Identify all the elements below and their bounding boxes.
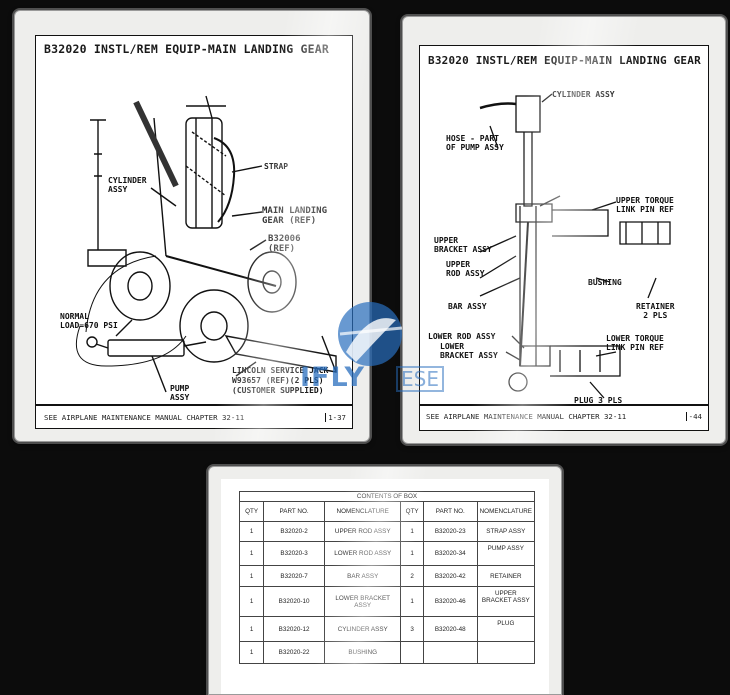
right-footer-text: SEE AIRPLANE MAINTENANCE MANUAL CHAPTER … [426, 412, 627, 421]
cell-nomenclature-2: STRAP ASSY [476, 521, 536, 542]
landing-gear-jack-drawing [75, 95, 337, 393]
right-drawing-sheet: B32020 INSTL/REM EQUIP-MAIN LANDING GEAR [419, 45, 709, 431]
contents-table: CONTENTS OF BOX QTY PART NO. NOMENCLATUR… [238, 491, 536, 664]
cell-nomenclature: LOWER BRACKET ASSY [323, 586, 402, 617]
cell-nomenclature-2 [476, 641, 536, 664]
cell-part-no-2: B32020-48 [422, 616, 478, 642]
cell-qty: 1 [238, 541, 265, 566]
cell-qty-2 [400, 641, 424, 664]
ifly-logo-icon [338, 302, 403, 366]
col-part-no-2: PART NO. [422, 501, 478, 522]
right-footer-rule [420, 404, 708, 406]
cell-part-no: B32020-3 [263, 541, 325, 566]
cell-qty-2: 1 [400, 541, 424, 566]
cell-qty: 1 [238, 586, 265, 617]
left-card-title: B32020 INSTL/REM EQUIP-MAIN LANDING GEAR [44, 42, 329, 56]
cell-qty-2: 2 [400, 565, 424, 587]
cell-nomenclature: CYLINDER ASSY [323, 616, 402, 642]
left-page-number: 1-37 [325, 413, 348, 422]
right-card-title: B32020 INSTL/REM EQUIP-MAIN LANDING GEAR [428, 54, 701, 67]
cell-nomenclature-2: UPPER BRACKET ASSY [476, 586, 536, 617]
cell-nomenclature: UPPER ROD ASSY [323, 521, 402, 542]
contents-caption: CONTENTS OF BOX [239, 491, 535, 502]
cell-part-no-2: B32020-34 [422, 541, 478, 566]
label-lower-rod-assy: LOWER ROD ASSY [428, 332, 496, 341]
label-normal-load: NORMAL LOAD=670 PSI [60, 312, 118, 330]
label-main-landing-gear: MAIN LANDING GEAR (REF) [262, 206, 328, 226]
cell-qty-2: 1 [400, 586, 424, 617]
left-drawing-sheet: B32020 INSTL/REM EQUIP-MAIN LANDING GEAR [35, 35, 353, 429]
label-upper-bracket-assy: UPPER BRACKET ASSY [434, 236, 492, 254]
left-footer-rule [36, 404, 352, 406]
label-bar-assy: BAR ASSY [448, 302, 487, 311]
label-lower-bracket-assy: LOWER BRACKET ASSY [440, 342, 498, 360]
contents-header-row: QTY PART NO. NOMENCLATURE QTY PART NO. N… [238, 501, 536, 522]
cell-part-no-2: B32020-42 [422, 565, 478, 587]
cell-qty: 1 [238, 641, 265, 664]
cell-qty-2: 3 [400, 616, 424, 642]
cell-part-no-2 [422, 641, 478, 664]
cell-nomenclature: LOWER ROD ASSY [323, 541, 402, 566]
watermark-brand: IFLY [300, 362, 366, 393]
label-cylinder-assy: CYLINDER ASSY [108, 176, 147, 194]
label-b32006: B32006 (REF) [268, 234, 301, 254]
label-upper-rod-assy: UPPER ROD ASSY [446, 260, 485, 278]
cell-qty-2: 1 [400, 521, 424, 542]
cell-qty: 1 [238, 521, 265, 542]
cell-part-no: B32020-10 [263, 586, 325, 617]
right-instruction-card: B32020 INSTL/REM EQUIP-MAIN LANDING GEAR [402, 16, 726, 444]
cell-nomenclature: BAR ASSY [323, 565, 402, 587]
cell-nomenclature-2: PUMP ASSY [476, 541, 536, 566]
cell-nomenclature-2: PLUG [476, 616, 536, 642]
cell-part-no-2: B32020-46 [422, 586, 478, 617]
cell-part-no: B32020-2 [263, 521, 325, 542]
col-part-no: PART NO. [263, 501, 325, 522]
cell-nomenclature-2: RETAINER [476, 565, 536, 587]
cell-qty: 1 [238, 616, 265, 642]
cell-part-no: B32020-12 [263, 616, 325, 642]
table-row: 1 B32020-10 LOWER BRACKET ASSY 1 B32020-… [238, 586, 536, 617]
label-upper-torque-link: UPPER TORQUE LINK PIN REF [616, 196, 674, 214]
col-qty-2: QTY [400, 501, 424, 522]
label-plug: PLUG 3 PLS [574, 396, 623, 405]
label-pump-assy: PUMP ASSY [170, 384, 190, 402]
left-footer-text: SEE AIRPLANE MAINTENANCE MANUAL CHAPTER … [44, 413, 245, 422]
table-row: 1 B32020-22 BUSHING [238, 641, 536, 664]
table-row: 1 B32020-7 BAR ASSY 2 B32020-42 RETAINER [238, 565, 536, 587]
label-bushing: BUSHING [588, 278, 622, 287]
cell-part-no: B32020-7 [263, 565, 325, 587]
col-nomenclature: NOMENCLATURE [323, 501, 402, 522]
cell-nomenclature: BUSHING [323, 641, 402, 664]
col-nomenclature-2: NOMENCLATURE [476, 501, 536, 522]
table-row: 1 B32020-12 CYLINDER ASSY 3 B32020-48 PL… [238, 616, 536, 642]
contents-card: CONTENTS OF BOX QTY PART NO. NOMENCLATUR… [208, 466, 562, 695]
right-page-number: -44 [685, 412, 704, 421]
cell-part-no-2: B32020-23 [422, 521, 478, 542]
cell-qty: 1 [238, 565, 265, 587]
jack-adapter-drawing [479, 93, 671, 399]
col-qty: QTY [238, 501, 265, 522]
label-hose: HOSE - PART OF PUMP ASSY [446, 134, 504, 152]
label-strap: STRAP [264, 162, 289, 171]
label-cylinder-assy-right: CYLINDER ASSY [552, 90, 615, 99]
table-row: 1 B32020-2 UPPER ROD ASSY 1 B32020-23 ST… [238, 521, 536, 542]
cell-part-no: B32020-22 [263, 641, 325, 664]
table-row: 1 B32020-3 LOWER ROD ASSY 1 B32020-34 PU… [238, 541, 536, 566]
label-lower-torque-link: LOWER TORQUE LINK PIN REF [606, 334, 664, 352]
contents-table-wrap: CONTENTS OF BOX QTY PART NO. NOMENCLATUR… [238, 491, 536, 664]
label-retainer: RETAINER 2 PLS [636, 302, 675, 320]
label-lincoln-service-jack: LINCOLN SERVICE JACK W93657 (REF)(2 PLS)… [232, 366, 329, 395]
watermark-suffix: ESE [396, 366, 444, 392]
